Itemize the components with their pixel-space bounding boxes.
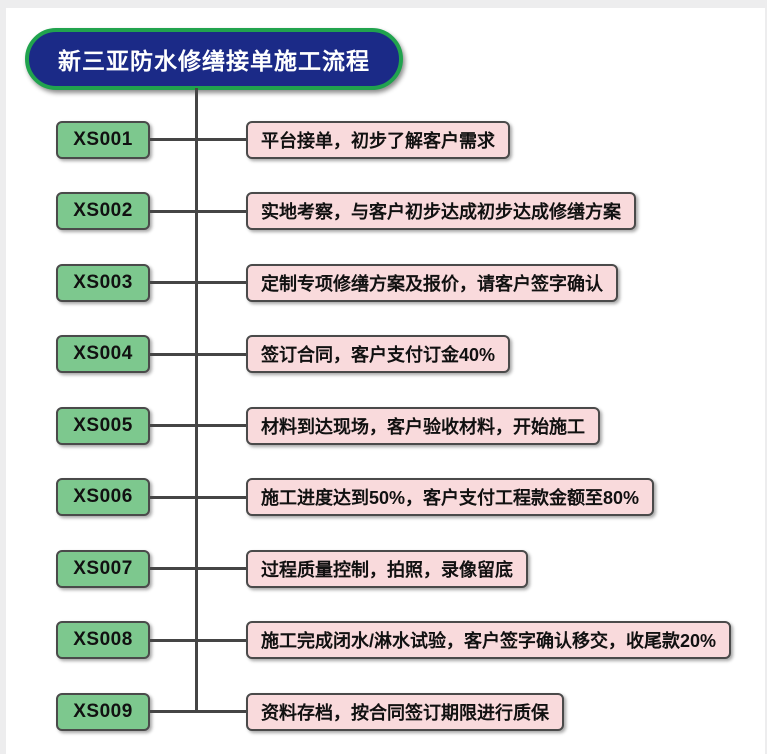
step-desc-label: 定制专项修缮方案及报价，请客户签字确认 xyxy=(261,273,603,294)
step-desc-node: 施工进度达到50%，客户支付工程款金额至80% xyxy=(246,478,655,517)
flow-step-row: XS007 过程质量控制，拍照，录像留底 xyxy=(56,549,528,588)
step-desc-node: 材料到达现场，客户验收材料，开始施工 xyxy=(246,406,600,445)
flow-step-row: XS008 施工完成闭水/淋水试验，客户签字确认移交，收尾款20% xyxy=(56,621,732,660)
flow-title-node: 新三亚防水修缮接单施工流程 xyxy=(25,28,403,90)
step-code-label: XS008 xyxy=(73,629,133,651)
step-desc-node: 签订合同，客户支付订金40% xyxy=(246,335,511,374)
step-code-label: XS006 xyxy=(73,486,133,508)
step-desc-node: 施工完成闭水/淋水试验，客户签字确认移交，收尾款20% xyxy=(246,621,732,660)
step-desc-label: 施工进度达到50%，客户支付工程款金额至80% xyxy=(261,488,640,509)
step-desc-node: 实地考察，与客户初步达成初步达成修缮方案 xyxy=(246,192,636,231)
step-connector-line xyxy=(150,209,246,213)
step-desc-node: 过程质量控制，拍照，录像留底 xyxy=(246,549,528,588)
step-desc-node: 定制专项修缮方案及报价，请客户签字确认 xyxy=(246,263,618,302)
step-code-label: XS001 xyxy=(73,128,133,150)
step-desc-label: 资料存档，按合同签订期限进行质保 xyxy=(261,702,549,723)
step-connector-line xyxy=(150,710,246,714)
step-code-node: XS005 xyxy=(56,406,150,445)
step-desc-label: 施工完成闭水/淋水试验，客户签字确认移交，收尾款20% xyxy=(261,631,717,652)
step-connector-line xyxy=(150,495,246,499)
step-code-node: XS009 xyxy=(56,692,150,731)
step-desc-label: 过程质量控制，拍照，录像留底 xyxy=(261,559,513,580)
step-code-label: XS009 xyxy=(73,700,133,722)
step-code-label: XS004 xyxy=(73,343,133,365)
flow-title-label: 新三亚防水修缮接单施工流程 xyxy=(58,48,370,74)
step-connector-line xyxy=(150,352,246,356)
step-code-label: XS007 xyxy=(73,557,133,579)
step-code-label: XS002 xyxy=(73,200,133,222)
step-desc-node: 资料存档，按合同签订期限进行质保 xyxy=(246,692,564,731)
step-code-node: XS007 xyxy=(56,549,150,588)
step-connector-line xyxy=(150,567,246,571)
flow-step-row: XS009 资料存档，按合同签订期限进行质保 xyxy=(56,692,564,731)
flow-step-row: XS004 签订合同，客户支付订金40% xyxy=(56,335,511,374)
diagram-canvas: 新三亚防水修缮接单施工流程 XS001 平台接单，初步了解客户需求 XS002 … xyxy=(6,8,765,754)
flow-step-row: XS002 实地考察，与客户初步达成初步达成修缮方案 xyxy=(56,192,636,231)
step-desc-label: 材料到达现场，客户验收材料，开始施工 xyxy=(261,416,585,437)
flow-step-row: XS006 施工进度达到50%，客户支付工程款金额至80% xyxy=(56,478,655,517)
step-desc-node: 平台接单，初步了解客户需求 xyxy=(246,120,510,159)
flow-step-row: XS001 平台接单，初步了解客户需求 xyxy=(56,120,510,159)
step-connector-line xyxy=(150,424,246,428)
step-connector-line xyxy=(150,138,246,141)
step-code-node: XS002 xyxy=(56,192,150,231)
step-desc-label: 签订合同，客户支付订金40% xyxy=(261,345,496,366)
flow-step-row: XS003 定制专项修缮方案及报价，请客户签字确认 xyxy=(56,263,618,302)
step-code-node: XS001 xyxy=(56,120,150,159)
trunk-connector-line xyxy=(195,88,198,713)
step-connector-line xyxy=(150,638,246,642)
step-code-node: XS004 xyxy=(56,335,150,374)
step-desc-label: 实地考察，与客户初步达成初步达成修缮方案 xyxy=(261,202,621,223)
step-code-label: XS003 xyxy=(73,271,133,293)
flow-step-row: XS005 材料到达现场，客户验收材料，开始施工 xyxy=(56,406,600,445)
step-code-node: XS008 xyxy=(56,621,150,660)
step-code-label: XS005 xyxy=(73,414,133,436)
step-code-node: XS003 xyxy=(56,263,150,302)
step-code-node: XS006 xyxy=(56,478,150,517)
step-desc-label: 平台接单，初步了解客户需求 xyxy=(261,130,495,151)
step-connector-line xyxy=(150,281,246,285)
